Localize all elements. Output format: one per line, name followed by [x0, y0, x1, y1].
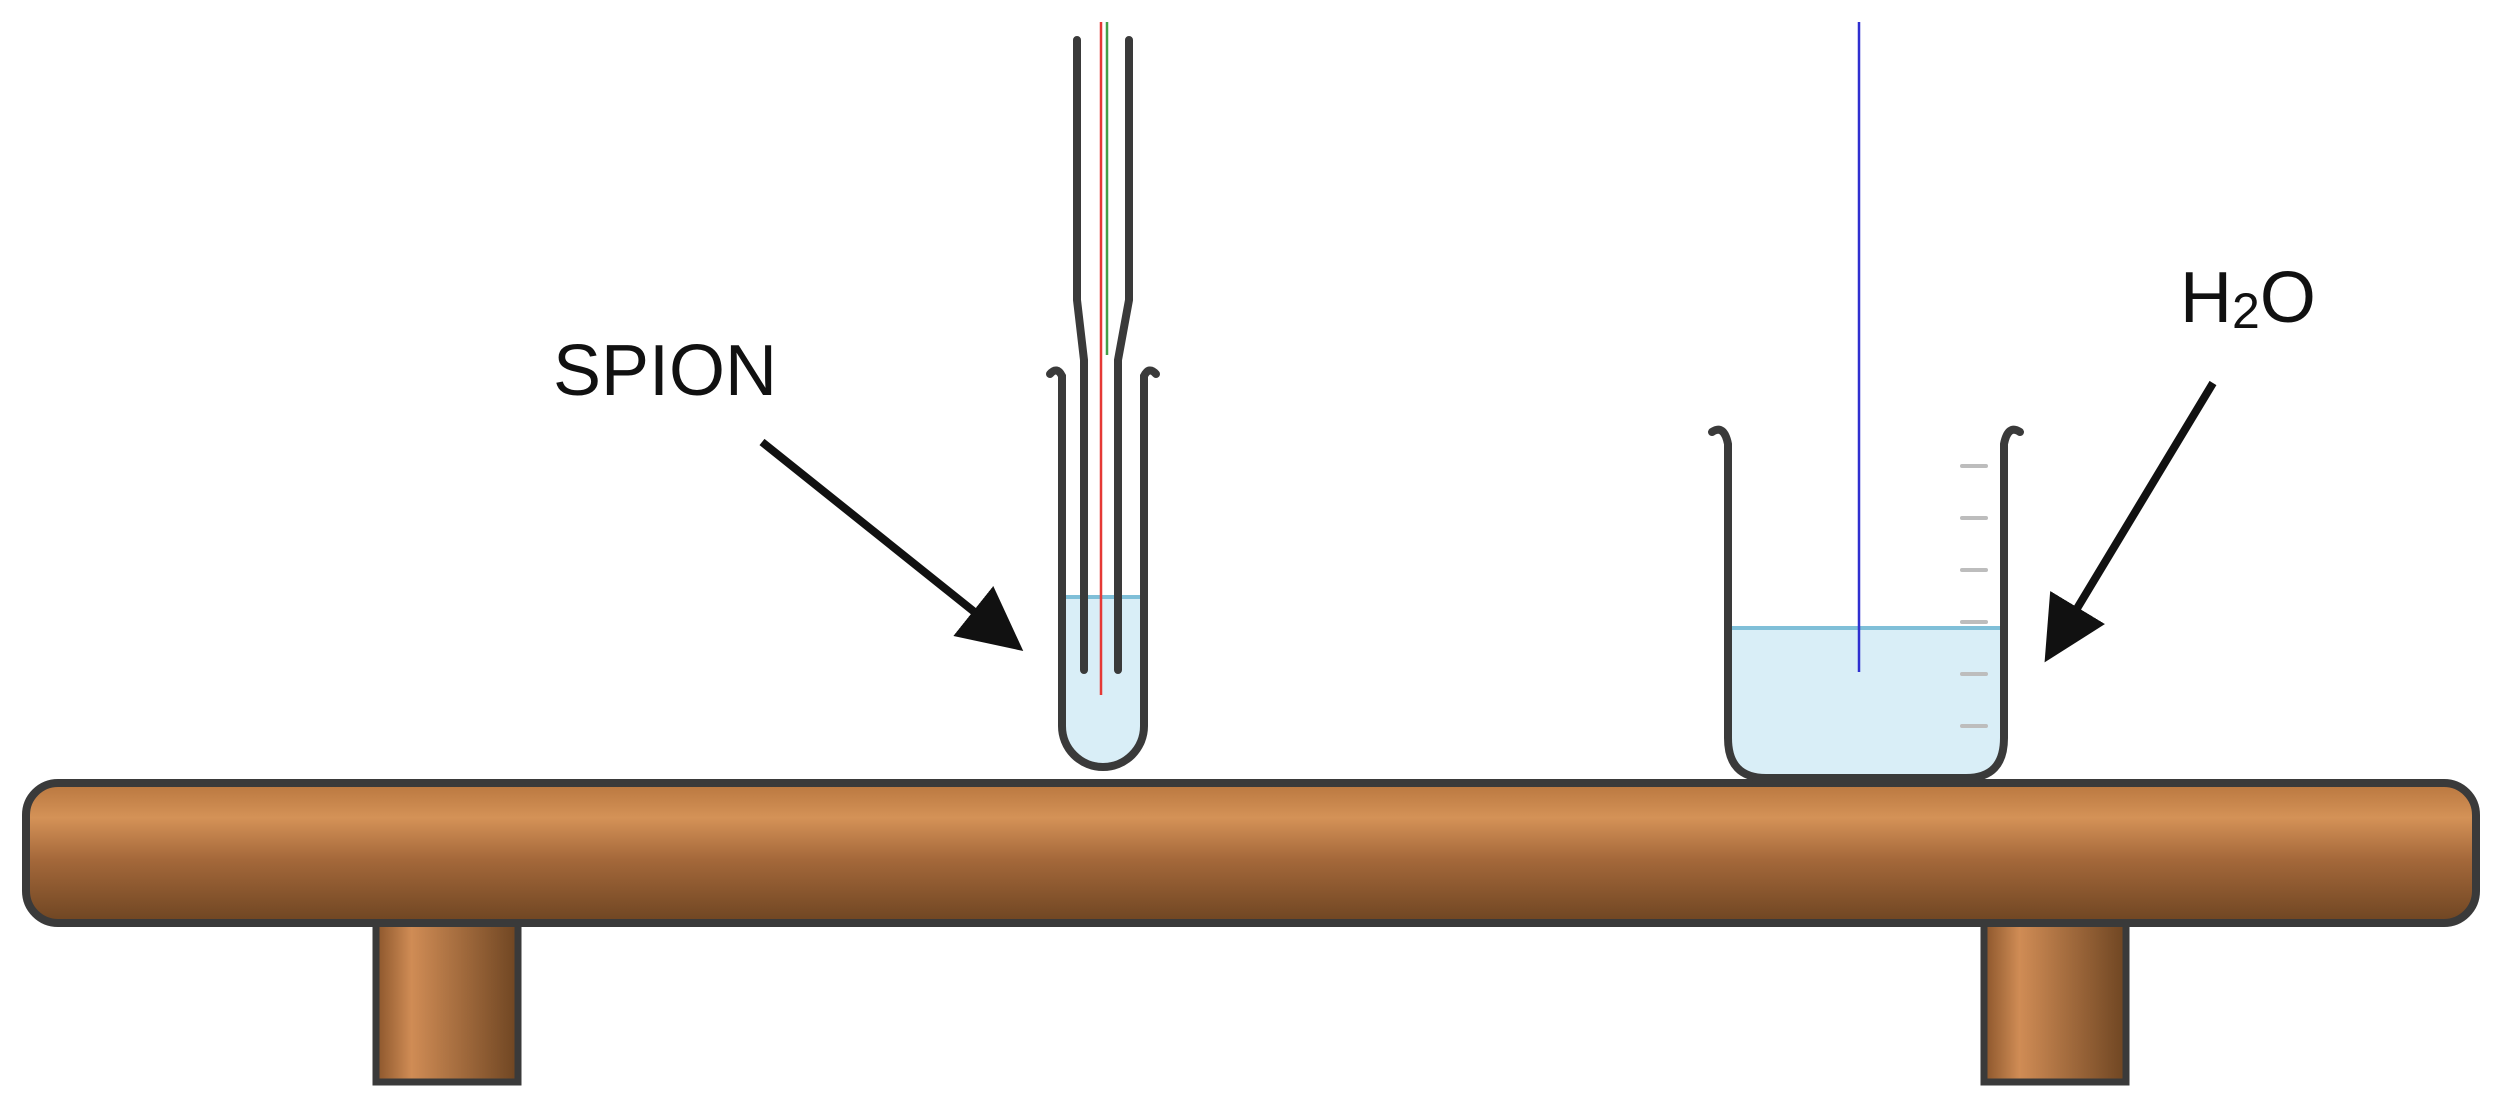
beaker-glass — [1708, 425, 2024, 782]
h2o-label-h: H — [2180, 258, 2232, 338]
spion-label: SPION — [553, 331, 778, 411]
test-tube-glass — [1046, 366, 1160, 771]
table-top — [22, 779, 2480, 927]
table-leg-left — [372, 916, 522, 1086]
test-tube-liquid — [1062, 597, 1144, 767]
probe-body-right — [1114, 36, 1133, 674]
h2o-label-subscript: 2 — [2232, 283, 2260, 339]
table-leg-right — [1980, 916, 2130, 1086]
beaker-graduations — [1960, 464, 1988, 728]
spion-arrow-icon — [759, 438, 1024, 651]
beaker-liquid — [1728, 628, 2004, 778]
test-tube-icon — [1046, 366, 1160, 771]
h2o-label-o: O — [2259, 258, 2316, 338]
h2o-arrow-icon — [2044, 380, 2217, 663]
probe-body-left — [1073, 36, 1088, 674]
table-icon — [22, 779, 2480, 1086]
probe-icon — [1073, 22, 1133, 695]
beaker-icon — [1708, 22, 2024, 782]
h2o-label: H2O — [2180, 262, 2316, 336]
